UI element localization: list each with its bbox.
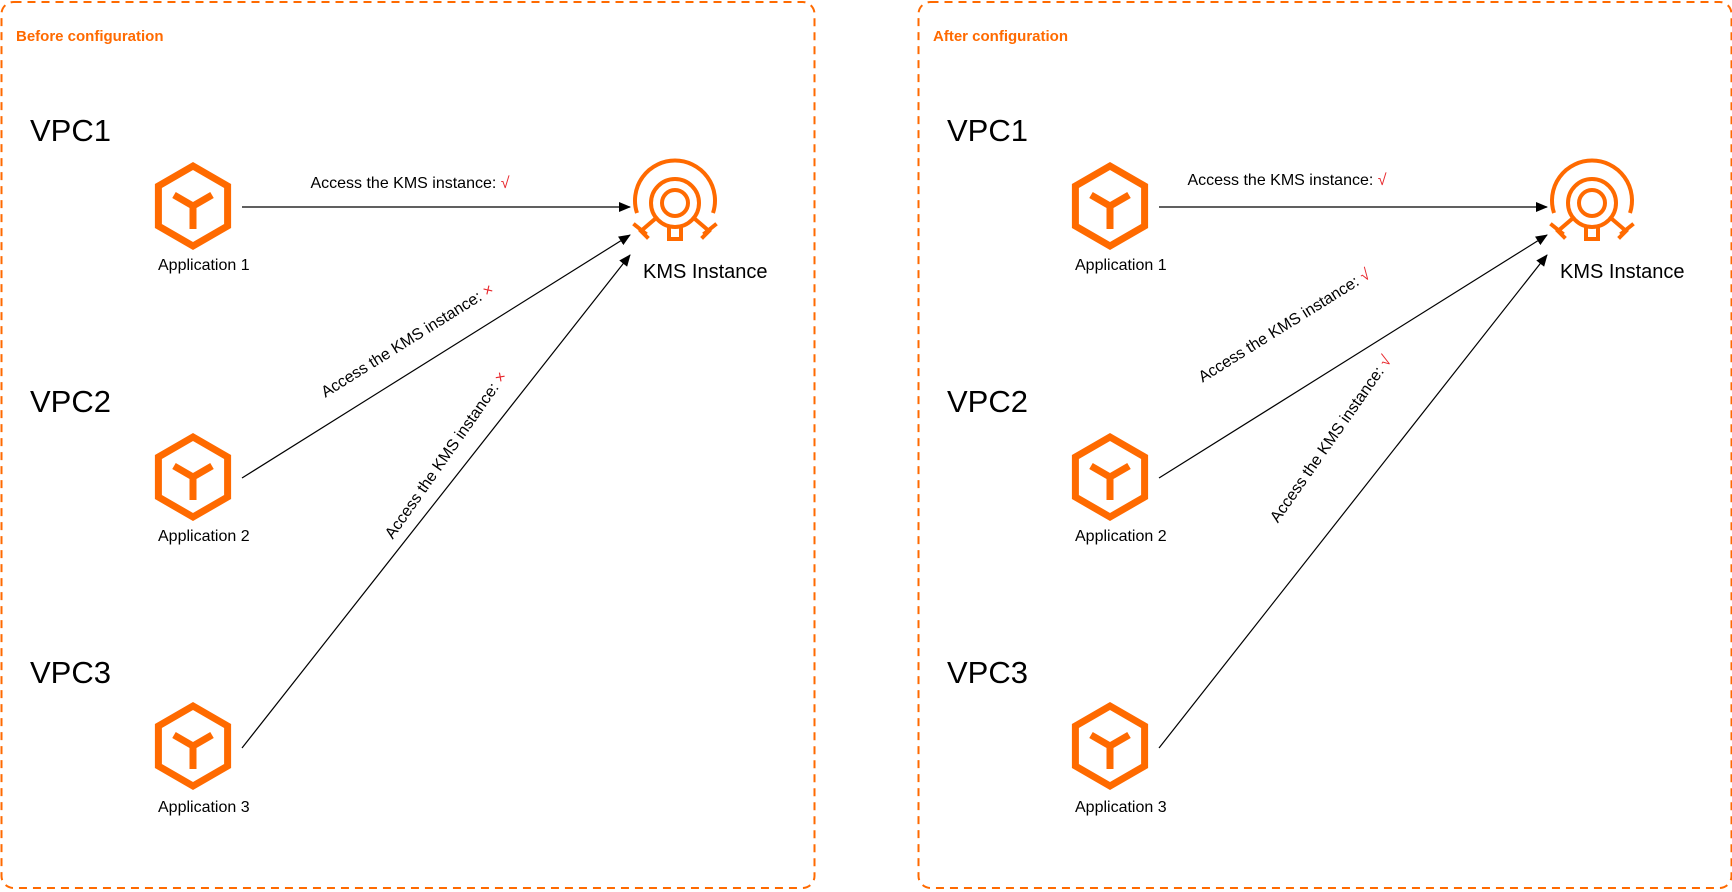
app-icon-1 [154,161,232,251]
access-label-text: Access the KMS instance: [1187,172,1377,189]
access-label-text: Access the KMS instance: [1196,271,1366,386]
access-label-1: Access the KMS instance: √ [310,175,509,192]
panel-border [0,1,816,889]
panel-title: Before configuration [16,28,164,45]
vpc-label-2: VPC2 [947,384,1028,419]
access-arrow-3 [1158,254,1548,749]
vpc-label-2: VPC2 [30,384,111,419]
app-label-3: Application 3 [158,799,250,816]
access-label-1: Access the KMS instance: √ [1187,172,1386,189]
app-label-2: Application 2 [158,528,250,545]
panel-title: After configuration [933,28,1068,45]
vpc-label-3: VPC3 [947,655,1028,690]
app-icon-3 [1071,701,1149,791]
access-label-3: Access the KMS instance: × [382,369,510,542]
access-label-3: Access the KMS instance: √ [1267,353,1395,526]
kms-key-icon [632,158,718,241]
access-label-2: Access the KMS instance: √ [1196,266,1374,386]
panel-after: After configurationVPC1VPC2VPC3Applicati… [917,1,1732,889]
app-label-1: Application 1 [1075,257,1167,274]
app-label-2: Application 2 [1075,528,1167,545]
access-label-text: Access the KMS instance: [1267,360,1390,526]
kms-instance-label: KMS Instance [1560,261,1685,283]
app-label-3: Application 3 [1075,799,1167,816]
app-icon-3 [154,701,232,791]
access-label-text: Access the KMS instance: [318,286,488,401]
access-label-text: Access the KMS instance: [310,175,500,192]
access-label-2: Access the KMS instance: × [318,281,496,401]
access-arrow-3 [241,254,631,749]
kms-instance-label: KMS Instance [643,261,768,283]
access-arrow-2 [1158,234,1548,479]
check-mark: √ [1378,172,1387,189]
check-mark: √ [501,175,510,192]
app-icon-2 [1071,432,1149,522]
access-label-text: Access the KMS instance: [382,376,505,542]
panel-before: Before configurationVPC1VPC2VPC3Applicat… [0,1,816,889]
vpc-label-1: VPC1 [947,113,1028,148]
access-arrow-2 [241,234,631,479]
vpc-label-1: VPC1 [30,113,111,148]
app-label-1: Application 1 [158,257,250,274]
app-icon-1 [1071,161,1149,251]
vpc-label-3: VPC3 [30,655,111,690]
app-icon-2 [154,432,232,522]
kms-key-icon [1549,158,1635,241]
